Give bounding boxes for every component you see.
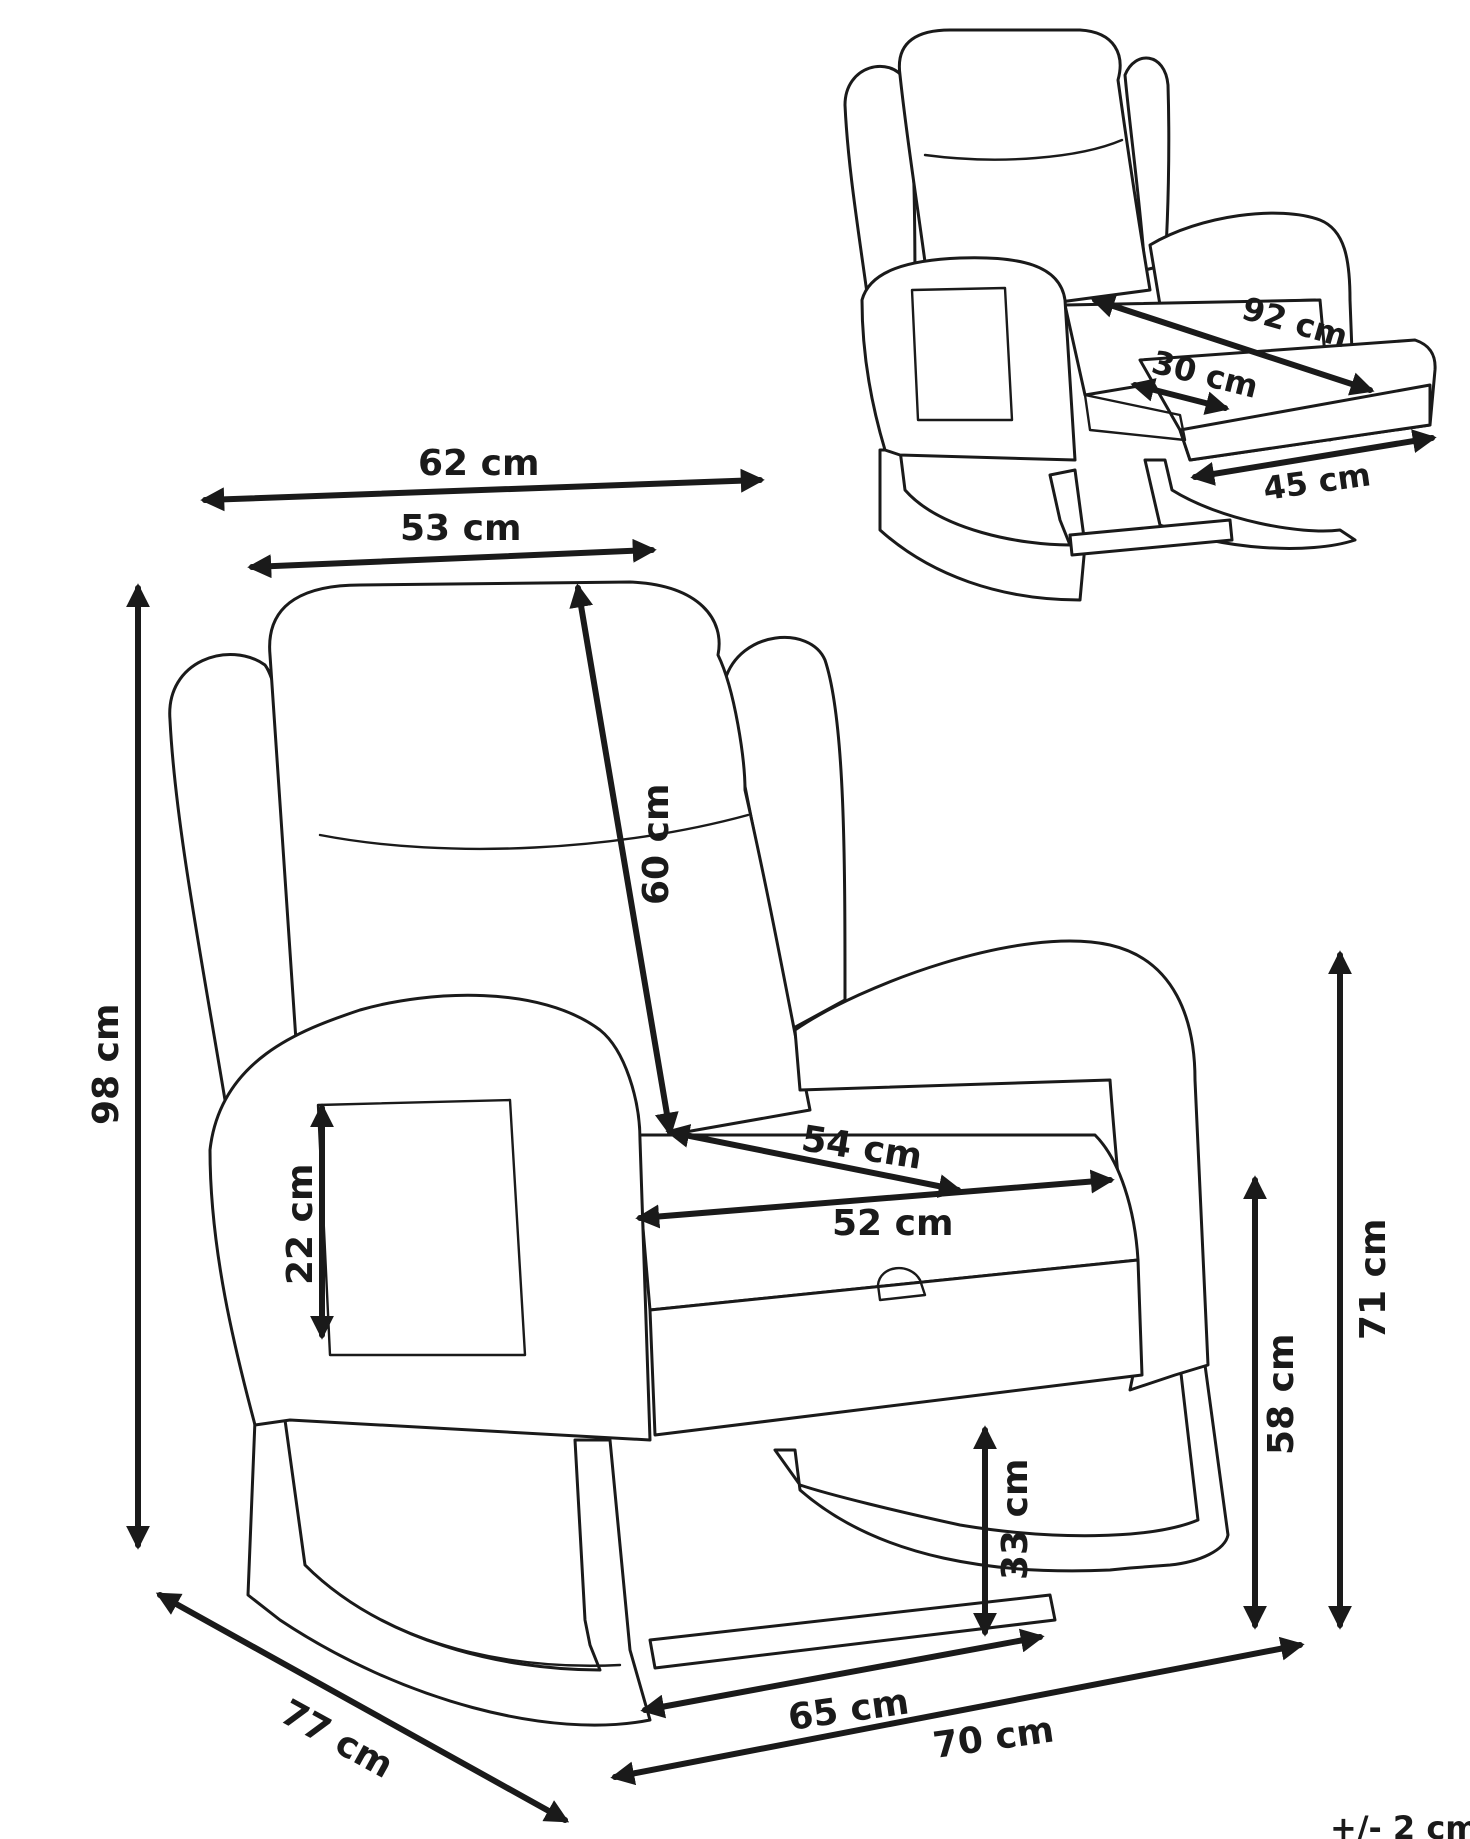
dim-line-60 [569,583,679,1137]
label-pocket-height: 22 cm [280,1164,321,1285]
seat-front-panel [648,1258,1144,1437]
dim-line-70 [610,1636,1305,1786]
label-base-width: 65 cm [786,1681,912,1739]
label-total-width: 70 cm [931,1709,1057,1767]
label-width-inner: 53 cm [400,508,521,549]
main-chair-drawing [168,580,1230,1727]
recline-handle [876,1266,927,1302]
dim-line-92 [1090,294,1375,396]
label-seat-height: 58 cm [1261,1334,1302,1455]
reclined-chair-drawing [843,28,1437,602]
label-seat-width: 52 cm [832,1203,953,1244]
label-tolerance: +/- 2 cm [1330,1809,1470,1839]
rocker-crossbar [648,1593,1057,1670]
label-base-clearance: 33 cm [995,1459,1036,1580]
dim-line-77 [155,1592,570,1823]
rocker-back [773,1363,1230,1573]
label-height-total: 98 cm [86,1004,127,1125]
dim-line-45 [1190,429,1437,486]
label-backrest-height: 60 cm [636,784,677,905]
dim-line-62 [200,468,765,512]
dimension-lines [126,294,1437,1823]
dim-line-53 [247,538,657,579]
label-width-outer: 62 cm [418,443,539,484]
label-depth-side: 77 cm [274,1692,400,1787]
label-armrest-height: 71 cm [1353,1219,1394,1340]
dim-line-52 [635,1169,1115,1229]
dim-line-30 [1130,378,1230,415]
left-armrest [208,993,652,1442]
